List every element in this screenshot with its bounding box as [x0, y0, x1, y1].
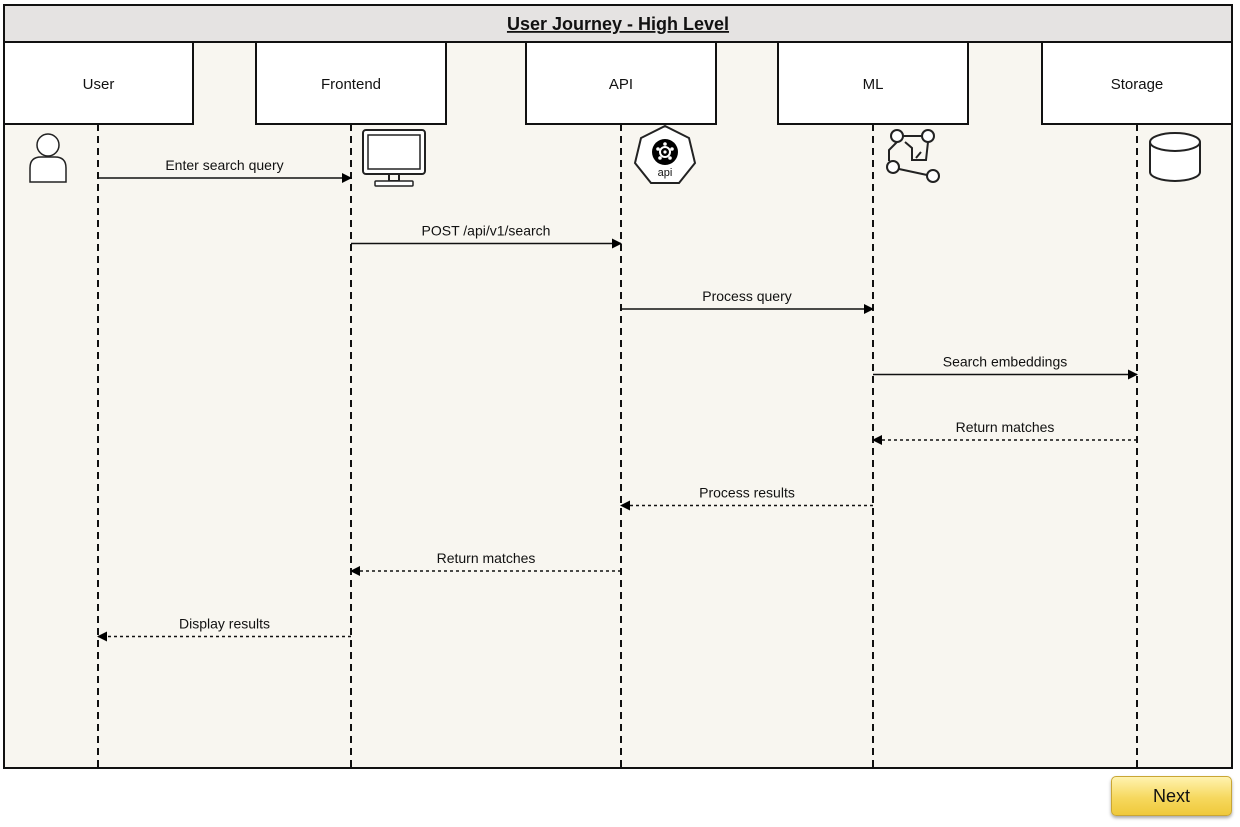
- sequence-diagram: User Journey - High Level User Frontend AP…: [3, 4, 1233, 769]
- lane-label-user: User: [83, 76, 115, 93]
- title-bar: [3, 4, 1233, 43]
- lane-label-frontend: Frontend: [321, 76, 381, 93]
- message-label: Enter search query: [165, 157, 283, 173]
- user-icon: [29, 133, 67, 183]
- message-label: Display results: [179, 616, 270, 632]
- lane-label-storage: Storage: [1111, 76, 1164, 93]
- message-label: Search embeddings: [943, 354, 1068, 370]
- lane-header-frontend: [255, 41, 447, 125]
- lane-label-ml: ML: [863, 76, 884, 93]
- message-label: Process query: [702, 288, 791, 304]
- lane-header-storage: [1041, 41, 1233, 125]
- lane-header-ml: [777, 41, 969, 125]
- monitor-icon: [362, 129, 426, 187]
- diagram-title: User Journey - High Level: [507, 14, 729, 34]
- api-icon-text: api: [658, 167, 673, 179]
- message-label: Return matches: [437, 550, 536, 566]
- lane-header-user: [3, 41, 194, 125]
- next-button[interactable]: Next: [1111, 776, 1232, 816]
- api-icon: api: [633, 124, 697, 184]
- message-label: POST /api/v1/search: [422, 223, 551, 239]
- message-label: Return matches: [956, 419, 1055, 435]
- lane-label-api: API: [609, 76, 633, 93]
- lane-header-api: [525, 41, 717, 125]
- ml-pipeline-icon: [886, 129, 940, 183]
- diagram-background: [3, 4, 1233, 769]
- message-label: Process results: [699, 485, 795, 501]
- database-icon: [1149, 132, 1201, 182]
